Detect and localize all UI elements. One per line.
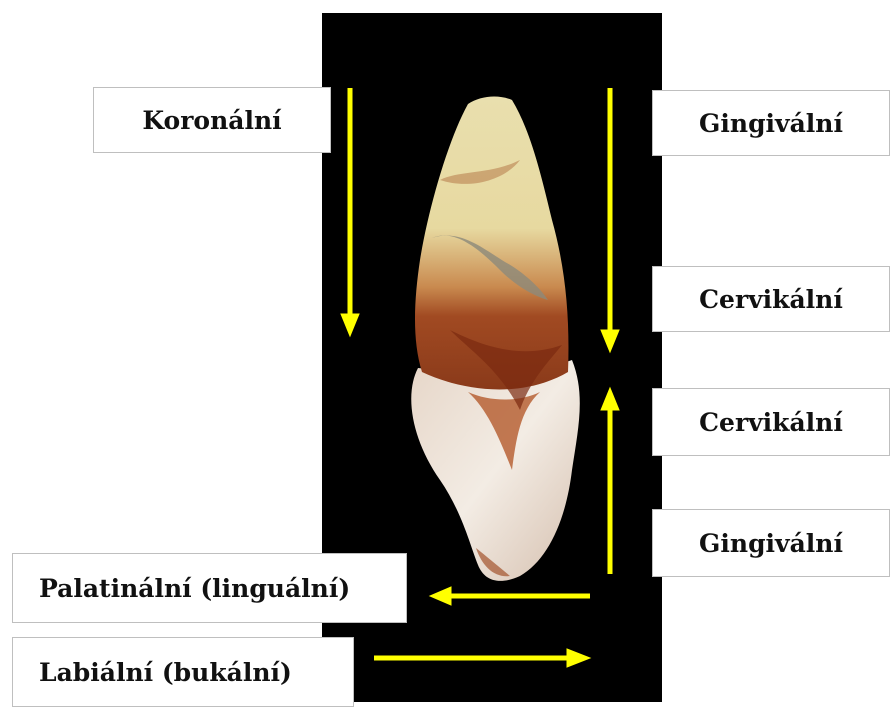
arrow-gingivalni-to-cervikalni — [601, 88, 619, 352]
tooth-root — [411, 360, 580, 581]
arrow-labialni — [374, 649, 590, 667]
label-gingivalni-top: Gingivální — [652, 90, 890, 156]
arrow-palatinalni — [430, 587, 590, 605]
label-gingivalni-bottom: Gingivální — [652, 509, 890, 577]
label-labialni: Labiální (bukální) — [12, 637, 354, 707]
label-cervikalni-top: Cervikální — [652, 266, 890, 332]
arrow-gingivalni-to-cervikalni-up — [601, 388, 619, 574]
arrow-koronalni — [341, 88, 359, 336]
tooth-crown — [415, 97, 568, 390]
label-cervikalni-bottom: Cervikální — [652, 388, 890, 456]
label-palatinalni: Palatinální (linguální) — [12, 553, 407, 623]
label-koronalni: Koronální — [93, 87, 331, 153]
